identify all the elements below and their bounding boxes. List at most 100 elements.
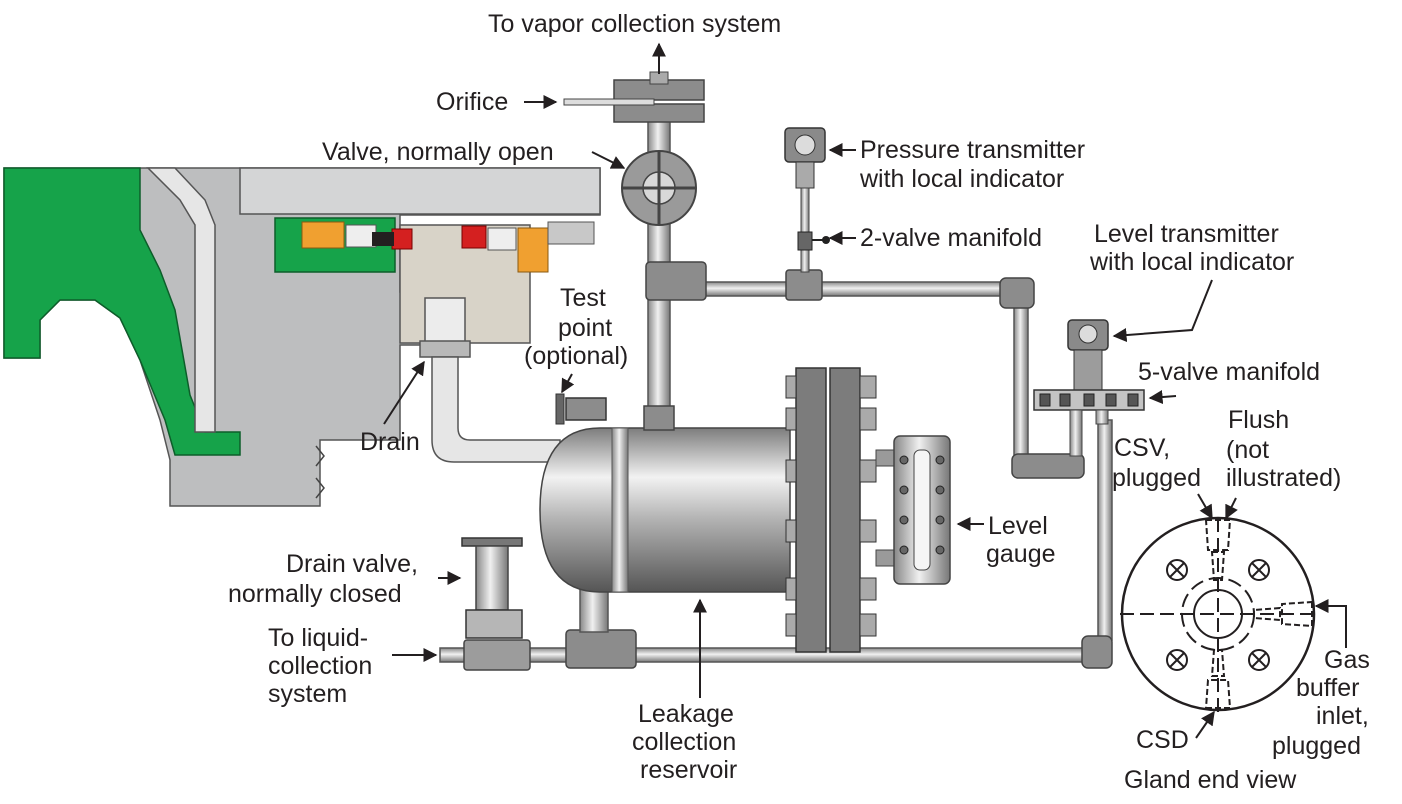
seal-black [372,232,394,246]
tee-vapor [645,261,707,301]
orifice-tab [563,98,655,106]
label-gas-1: Gas [1324,646,1370,674]
seal-spring-1 [345,224,377,248]
label-level-tx-2: with local indicator [1089,248,1294,276]
test-point-valve [555,393,607,425]
liquid-line [439,647,1101,663]
label-csv-2: plugged [1112,464,1201,492]
drain-fitting [424,297,466,346]
arrow-csd [1195,710,1215,739]
arrow-test-point [561,373,575,394]
tee-pressure [785,269,823,301]
pt-display [794,134,816,156]
seal-spring-2 [487,227,517,251]
piping [431,111,1113,671]
tank-top-nozzle [643,405,675,431]
level-line-high [1013,295,1029,457]
label-reservoir-1: Leakage [638,700,734,728]
gland-port-top [1204,519,1232,581]
level-gauge [875,435,951,585]
tank-flange-2 [829,367,861,653]
green-casing [3,167,241,456]
gland-port-right [1253,600,1313,628]
arrow-level-tx [1112,279,1213,343]
pump-seal-cross-section [3,167,601,507]
lt-display [1078,324,1098,344]
arrow-valve-open [591,151,626,169]
two-valve-knob [822,236,830,244]
drain-valve-stem [475,545,509,611]
label-pressure-tx-2: with local indicator [859,165,1064,193]
drain-valve-normally-closed [461,537,523,639]
drain-valve-bonnet [465,609,523,639]
arrow-gas [1314,599,1347,648]
test-point-body [565,397,607,421]
label-pressure-tx-1: Pressure transmitter [860,136,1085,164]
drain-valve-handwheel [461,537,523,547]
tank-shell [539,427,791,593]
label-flush-3: illustrated) [1226,464,1341,492]
gauge-bolts [899,455,945,555]
label-gas-2: buffer [1296,674,1359,702]
level-line-low [1097,419,1113,641]
label-test-point-3: (optional) [524,342,628,370]
label-level-gauge-2: gauge [986,540,1056,568]
arrow-flush [1225,497,1238,520]
label-csv-1: CSV, [1114,434,1170,462]
lt-leg-right [1095,409,1109,425]
label-gland-end-view: Gland end view [1124,766,1297,794]
seal-red-1 [391,228,413,250]
labels: To vapor collection system Orifice Valve… [228,10,1370,794]
label-vapor: To vapor collection system [488,10,781,38]
label-reservoir-2: collection [632,728,736,756]
gauge-glass [913,449,931,571]
pt-stem [800,187,810,273]
test-point-cap [555,393,565,425]
valve-open-spokes [622,151,696,225]
leader-arrows [383,42,1347,739]
label-flush-2: (not [1226,436,1269,464]
label-liquid-2: collection [268,652,372,680]
bottom-coupling [463,639,531,671]
label-liquid-1: To liquid- [268,624,368,652]
seal-bolt-right [547,221,595,245]
pressure-transmitter [784,127,830,273]
lt-body [1073,349,1103,391]
seal-orange-1 [301,221,345,249]
five-valve-stems [1039,393,1139,407]
gland-end-view [1120,516,1320,712]
pressure-line [689,281,1021,297]
arrow-csv [1197,493,1213,520]
label-liquid-3: system [268,680,347,708]
elbow-level-low [1011,453,1085,479]
label-two-valve: 2-valve manifold [860,224,1042,252]
drain-nut [419,340,471,358]
label-gas-4: plugged [1272,732,1361,760]
label-drain-valve-2: normally closed [228,580,402,608]
elbow-right-top [999,277,1035,309]
label-level-tx-1: Level transmitter [1094,220,1279,248]
label-test-point-1: Test [560,284,606,312]
label-five-valve: 5-valve manifold [1138,358,1320,386]
label-flush-1: Flush [1228,406,1289,434]
label-drain-valve-1: Drain valve, [286,550,418,578]
bottom-connector [579,587,609,633]
label-reservoir-3: reservoir [640,756,737,784]
drain-pipe [431,356,561,463]
leakage-collection-reservoir [539,367,877,653]
shaft [239,167,601,215]
seal-orange-2 [517,227,549,273]
flange-bolts [785,375,877,637]
gauge-stub-top [875,449,897,467]
elbow-right-bottom [1081,635,1113,669]
label-drain: Drain [360,428,420,456]
lt-leg-left [1069,409,1083,457]
tank-flange-1 [795,367,827,653]
seal-bore [146,167,216,433]
arrow-five-valve [1148,390,1177,405]
arrow-drain [383,360,425,425]
gauge-stub-bottom [875,549,897,567]
two-valve-body [797,231,813,251]
